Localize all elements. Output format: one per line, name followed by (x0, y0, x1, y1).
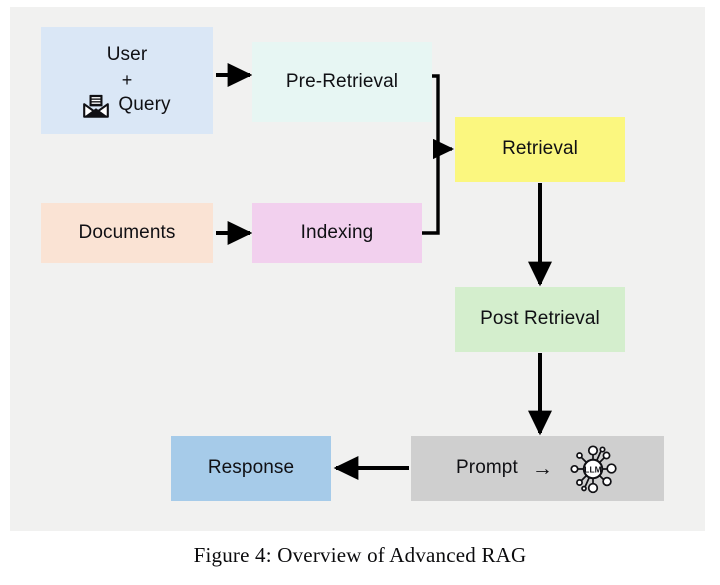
node-query-label: Query (118, 94, 171, 116)
node-pre-retrieval[interactable]: Pre-Retrieval (252, 42, 432, 122)
node-prompt[interactable]: Prompt → (411, 436, 664, 501)
node-indexing[interactable]: Indexing (252, 203, 422, 263)
figure-caption: Figure 4: Overview of Advanced RAG (193, 543, 527, 567)
node-post-retrieval[interactable]: Post Retrieval (455, 287, 625, 352)
node-pre-retrieval-label: Pre-Retrieval (285, 70, 399, 92)
node-response-label: Response (207, 457, 295, 479)
node-user-plus: + (121, 69, 133, 90)
figure-panel: User + (10, 7, 705, 531)
rag-flow-diagram: User + (10, 7, 705, 531)
llm-icon-label: LLM (584, 464, 602, 474)
node-documents[interactable]: Documents (41, 203, 213, 263)
node-retrieval-label: Retrieval (502, 138, 578, 160)
node-indexing-label: Indexing (300, 221, 374, 243)
node-user-query[interactable]: User + (41, 27, 213, 134)
node-user-label: User (106, 44, 148, 66)
node-prompt-label: Prompt (456, 457, 518, 479)
user-label-line: User (107, 43, 148, 68)
right-arrow-icon: → (531, 457, 553, 480)
node-retrieval[interactable]: Retrieval (455, 117, 625, 182)
llm-network-icon: LLM (567, 443, 619, 495)
node-post-retrieval-label: Post Retrieval (480, 308, 600, 330)
node-response[interactable]: Response (171, 436, 331, 501)
envelope-icon (83, 94, 110, 118)
user-plus-line: + (122, 69, 133, 92)
user-query-line: Query (83, 93, 171, 118)
node-documents-label: Documents (78, 221, 176, 243)
